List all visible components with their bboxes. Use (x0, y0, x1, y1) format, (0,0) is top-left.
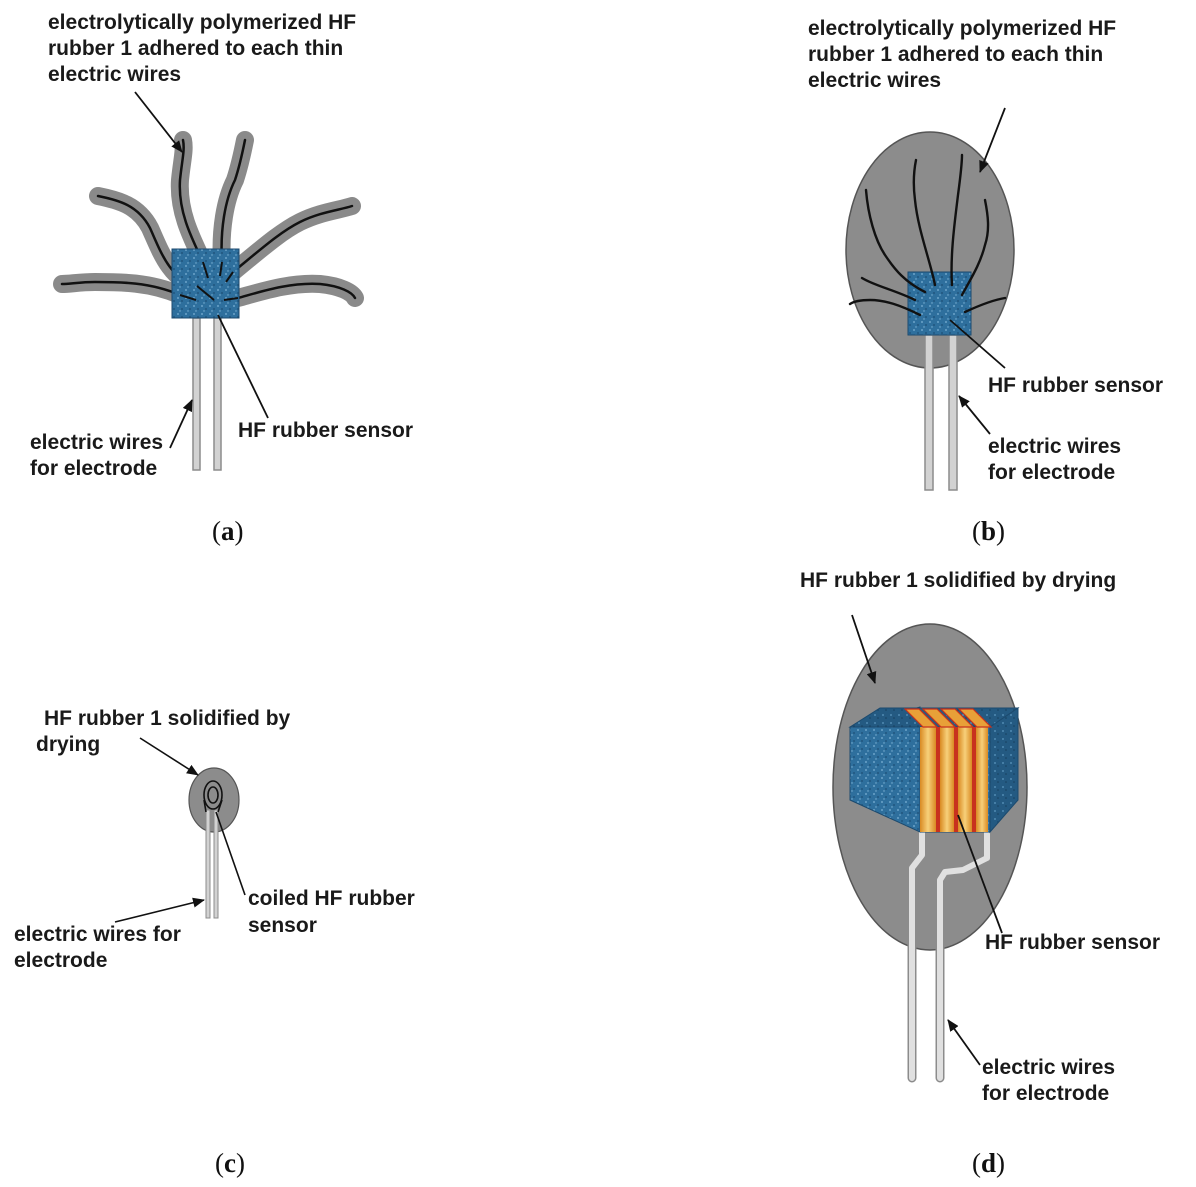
panel-c-caption-letter: c (224, 1148, 236, 1178)
panel-c-coiled-sensor (203, 780, 223, 813)
panel-c-coil-label-line-1: coiled HF rubber (248, 887, 415, 910)
panel-c-electrode-wires (205, 809, 219, 919)
panel-b-wires-label-line-2: for electrode (988, 461, 1116, 484)
panel-a-rubber-label-line-2: rubber 1 adhered to each thin (48, 37, 344, 60)
panel-b-thin-wires (848, 153, 1007, 317)
panel-c-rubber-label-line-2: drying (36, 733, 101, 756)
panel-b-rubber-label-line-1: electrolytically polymerized HF (808, 17, 1117, 40)
panel-a-rubber-label-line-3: electric wires (48, 63, 182, 86)
panel-b-wires-arrow (958, 395, 991, 435)
panel-a-sensor-block (171, 248, 240, 319)
panel-d-wires-arrow (947, 1019, 981, 1066)
panel-c-wires-arrow (114, 897, 205, 923)
panel-d-drawing (832, 614, 1028, 1083)
panel-b-wires-label-line-1: electric wires (988, 435, 1122, 458)
panel-b-caption: (b) (972, 516, 1006, 546)
panel-a-sensor-pointer (217, 314, 269, 419)
panel-d-rubber-label: HF rubber 1 solidified by drying (800, 569, 1117, 592)
panel-c-coil-label-line-2: sensor (248, 914, 317, 937)
panel-c-rubber-label-line-1: HF rubber 1 solidified by (44, 707, 291, 730)
panel-a-rubber-label-line-1: electrolytically polymerized HF (48, 11, 357, 34)
panel-b-sensor-block (907, 271, 972, 336)
panel-b-rubber-label-line-2: rubber 1 adhered to each thin (808, 43, 1104, 66)
panel-d-rubber-arrow (851, 614, 877, 684)
panel-b-sensor-label: HF rubber sensor (988, 374, 1164, 397)
panel-a-wires-arrow (169, 399, 193, 449)
panel-b-drawing (845, 107, 1015, 491)
panel-b-sensor-pointer (949, 319, 1006, 369)
panel-d-electrode-strips (903, 708, 993, 832)
panel-d-caption-letter: d (981, 1148, 997, 1178)
panel-a-caption-letter: a (221, 516, 235, 546)
panel-c-wires-label-line-2: electrode (14, 949, 108, 972)
panel-c-wires-label-line-1: electric wires for (14, 923, 181, 946)
panel-b-caption-letter: b (981, 516, 997, 546)
panel-a-electrode-wires (192, 317, 222, 471)
panel-a-rubber-arrow (134, 91, 183, 153)
panel-a-wires-label-line-2: for electrode (30, 457, 158, 480)
panel-b-rubber-arrow (979, 107, 1006, 173)
panel-a-drawing (53, 91, 364, 471)
panel-a-wires-label-line-1: electric wires (30, 431, 164, 454)
panel-d-sensor-pointer (957, 814, 1003, 934)
panel-d-electrode-wires (907, 827, 992, 1083)
panel-b-rubber-label-line-3: electric wires (808, 69, 942, 92)
panel-d-sensor-label: HF rubber sensor (985, 931, 1161, 954)
panel-d-caption: (d) (972, 1148, 1006, 1178)
panel-a-caption: (a) (212, 516, 244, 546)
panel-d-wires-label-line-2: for electrode (982, 1082, 1110, 1105)
panel-c-caption: (c) (215, 1148, 245, 1178)
panel-a-sensor-label: HF rubber sensor (238, 419, 414, 442)
panel-d-wires-label-line-1: electric wires (982, 1056, 1116, 1079)
panel-a-wire-ends (179, 261, 239, 301)
panel-c-coil-pointer (215, 811, 246, 896)
panel-a-coated-wires (53, 131, 364, 307)
panel-c-drawing (114, 737, 246, 923)
panel-c-rubber-arrow (139, 737, 199, 776)
